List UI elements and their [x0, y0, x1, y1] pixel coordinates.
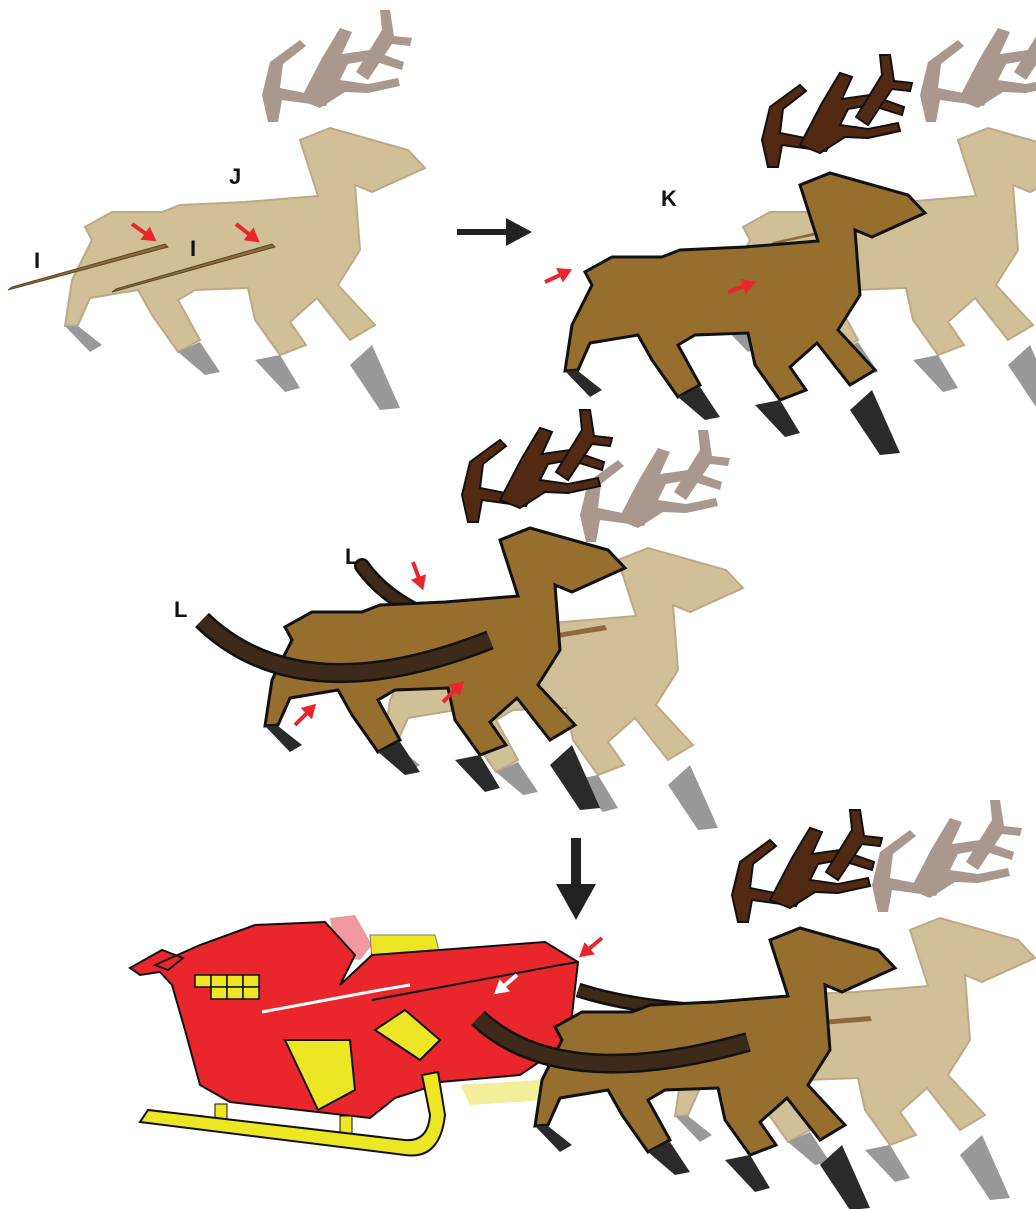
red-arrow-icon: [289, 698, 322, 731]
arrow-right-icon: [457, 218, 532, 246]
label-j: J: [229, 164, 241, 189]
panel-3-harness-l: L L: [174, 410, 743, 830]
reindeer-j: [65, 10, 425, 410]
red-arrow-icon: [574, 932, 607, 964]
label-l-upper: L: [345, 544, 358, 569]
red-arrow-icon: [405, 559, 430, 593]
sleigh: [130, 915, 590, 1156]
panel-4-sleigh-assembly: [130, 800, 1035, 1209]
reindeer-l: [265, 410, 625, 810]
label-i-right: I: [190, 236, 196, 261]
label-l-lower: L: [174, 597, 187, 622]
label-i-left: I: [34, 248, 40, 273]
label-k: K: [661, 186, 677, 211]
panel-1-deer-j: I I J: [8, 10, 425, 410]
arrow-down-icon: [556, 838, 596, 920]
panel-2-deer-k: K: [542, 10, 1036, 455]
red-arrow-icon: [542, 262, 576, 289]
